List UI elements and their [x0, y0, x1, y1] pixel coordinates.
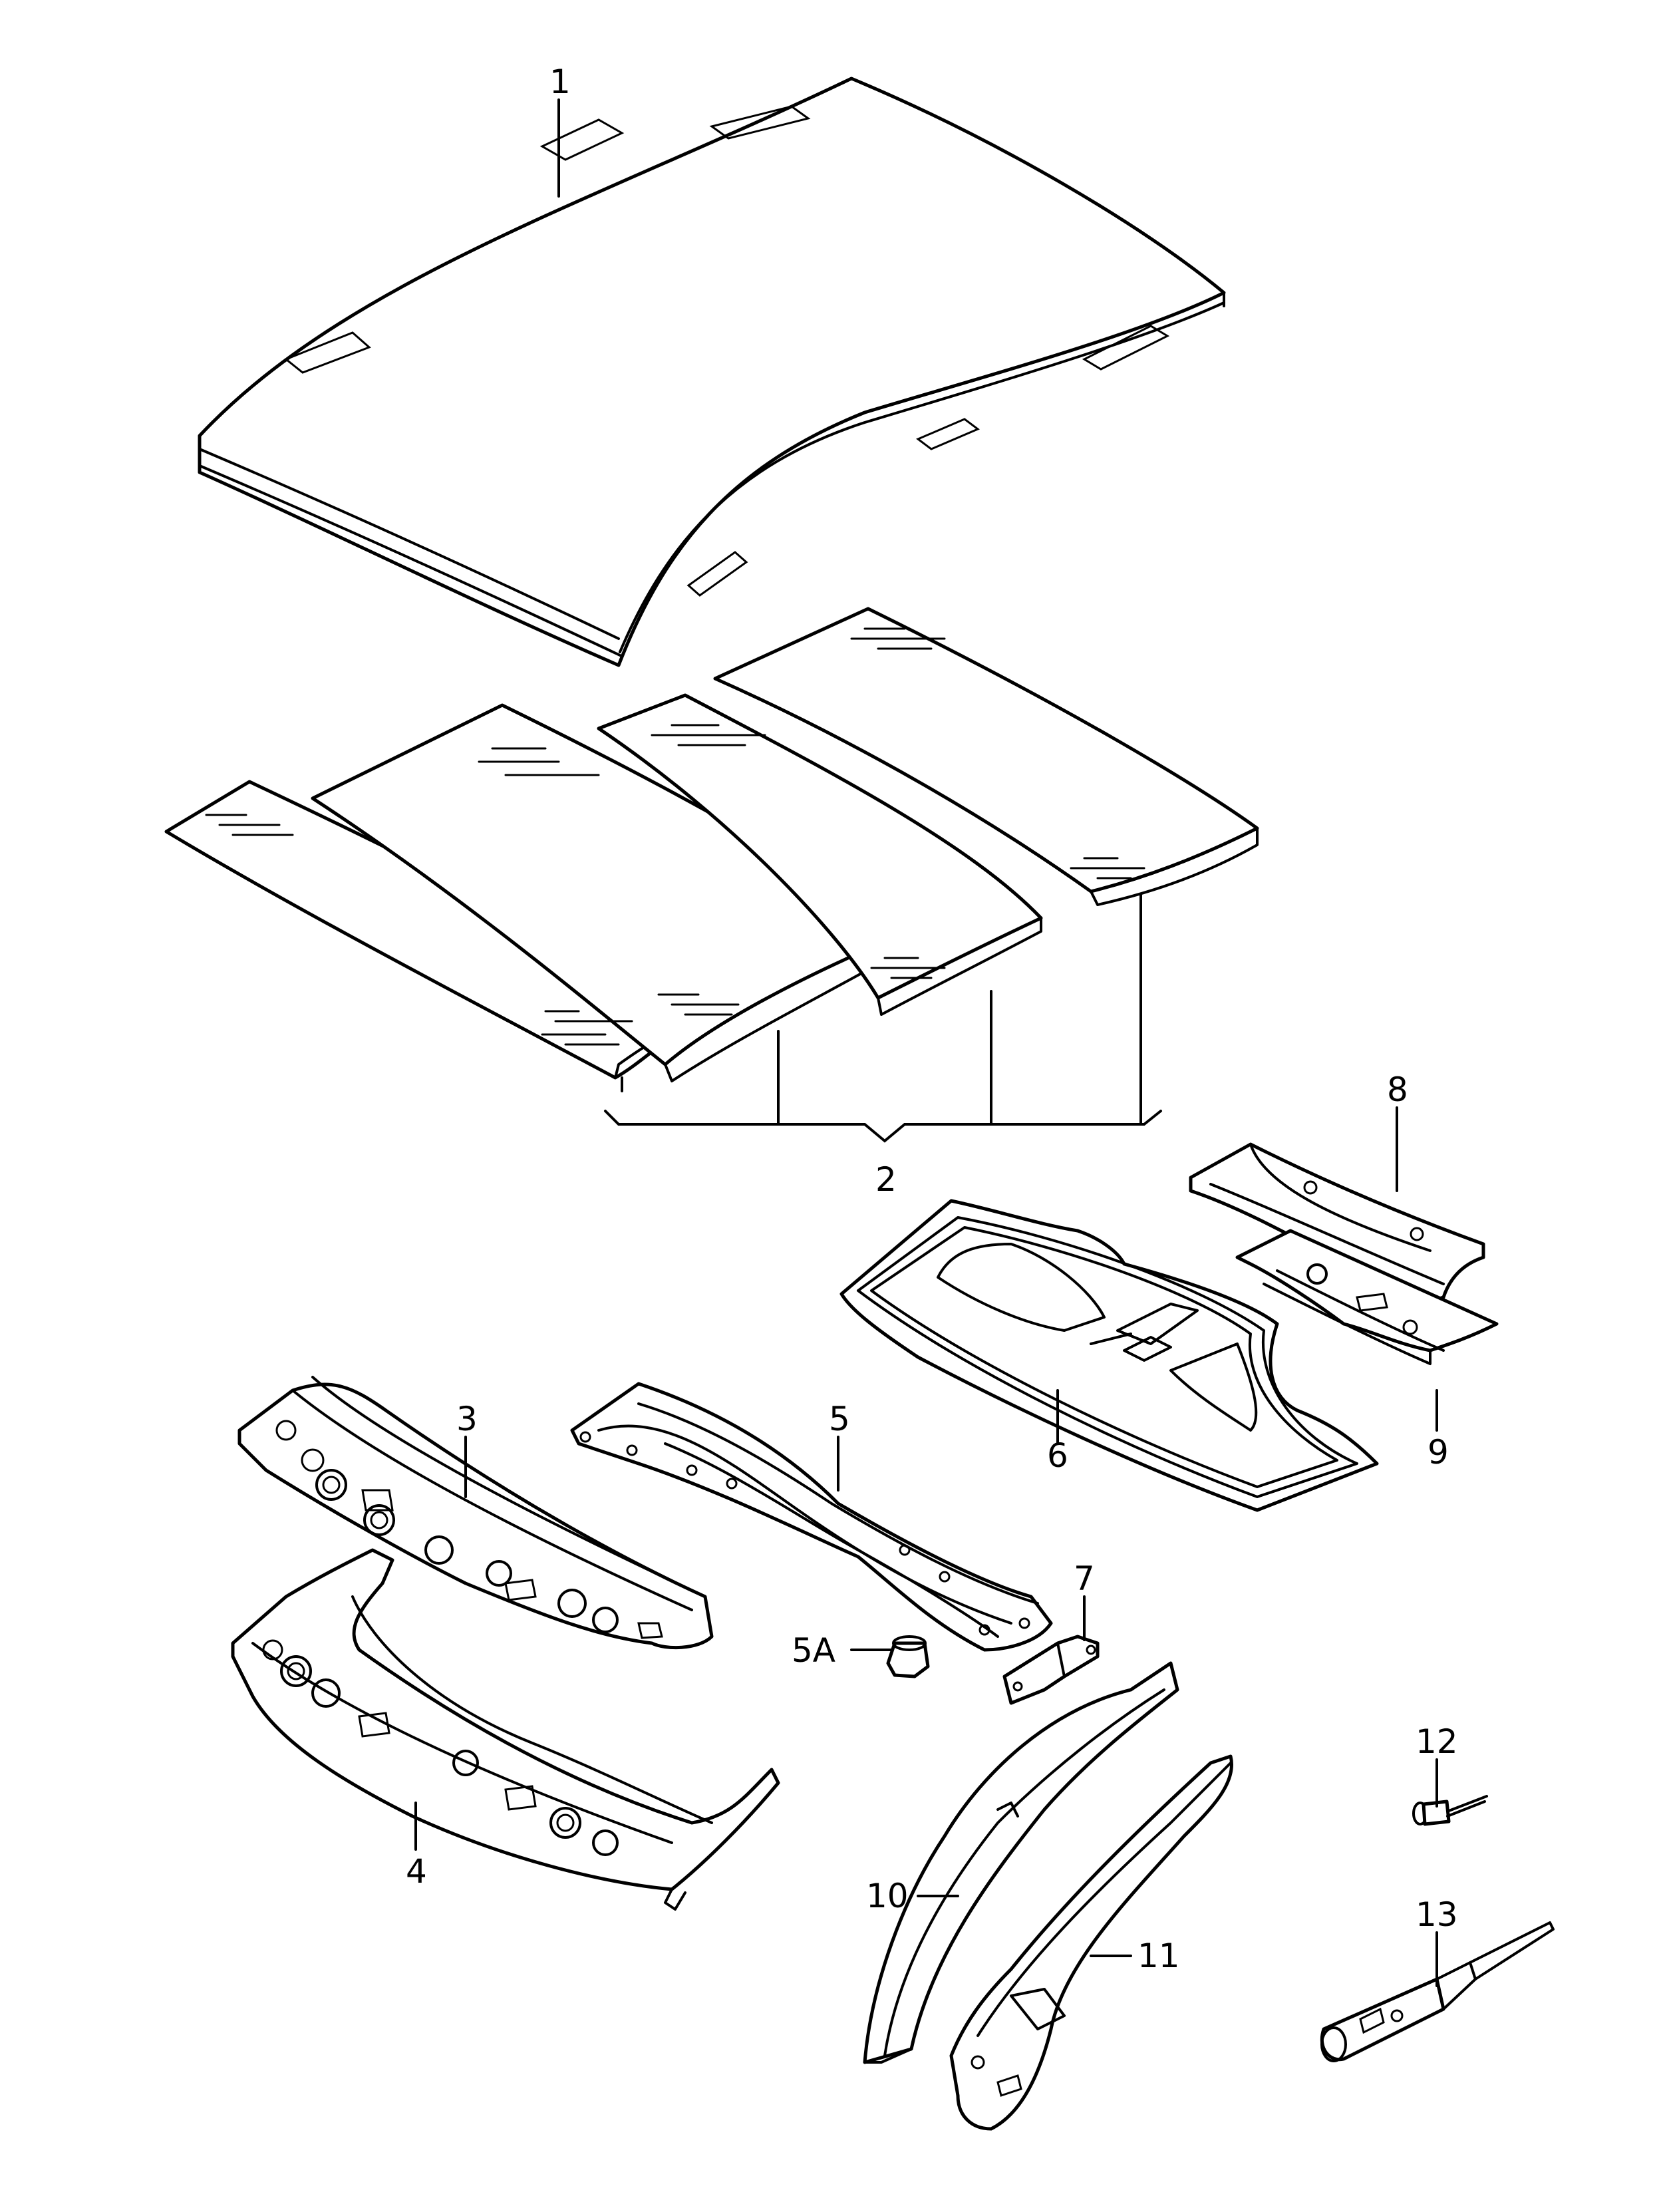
callout-1: 1: [549, 63, 571, 101]
part-front-cross-member[interactable]: [237, 1376, 714, 1649]
part-pillar-reinforcement[interactable]: [863, 1661, 1179, 2064]
part-reinforcement[interactable]: [1235, 1229, 1499, 1365]
part-roof-frame[interactable]: [839, 1199, 1379, 1512]
callout-5a: 5A: [792, 1631, 835, 1670]
callout-11: 11: [1137, 1937, 1180, 1975]
part-roof-bow[interactable]: [570, 1382, 1053, 1652]
callout-3: 3: [456, 1400, 478, 1438]
callout-10: 10: [866, 1877, 909, 1915]
callout-12: 12: [1416, 1722, 1458, 1761]
part-roof-panel[interactable]: [198, 77, 1226, 667]
part-rivet[interactable]: [1412, 1795, 1488, 1826]
callout-7: 7: [1074, 1559, 1095, 1598]
part-rear-pillar[interactable]: [949, 1754, 1233, 2131]
leader-lines: [414, 98, 1438, 1987]
callout-13: 13: [1416, 1895, 1458, 1934]
part-headliner-panels[interactable]: [164, 607, 1259, 1082]
callout-2: 2: [875, 1160, 897, 1199]
part-rear-cross-member[interactable]: [231, 1548, 780, 1911]
part-bracket[interactable]: [1002, 1635, 1100, 1705]
callout-9: 9: [1428, 1433, 1449, 1472]
callout-8: 8: [1387, 1070, 1408, 1109]
callout-4: 4: [406, 1852, 427, 1891]
callout-6: 6: [1047, 1436, 1068, 1475]
callout-5: 5: [829, 1400, 850, 1438]
part-nut[interactable]: [886, 1635, 930, 1678]
part-sealant-tube[interactable]: [1320, 1921, 1555, 2062]
